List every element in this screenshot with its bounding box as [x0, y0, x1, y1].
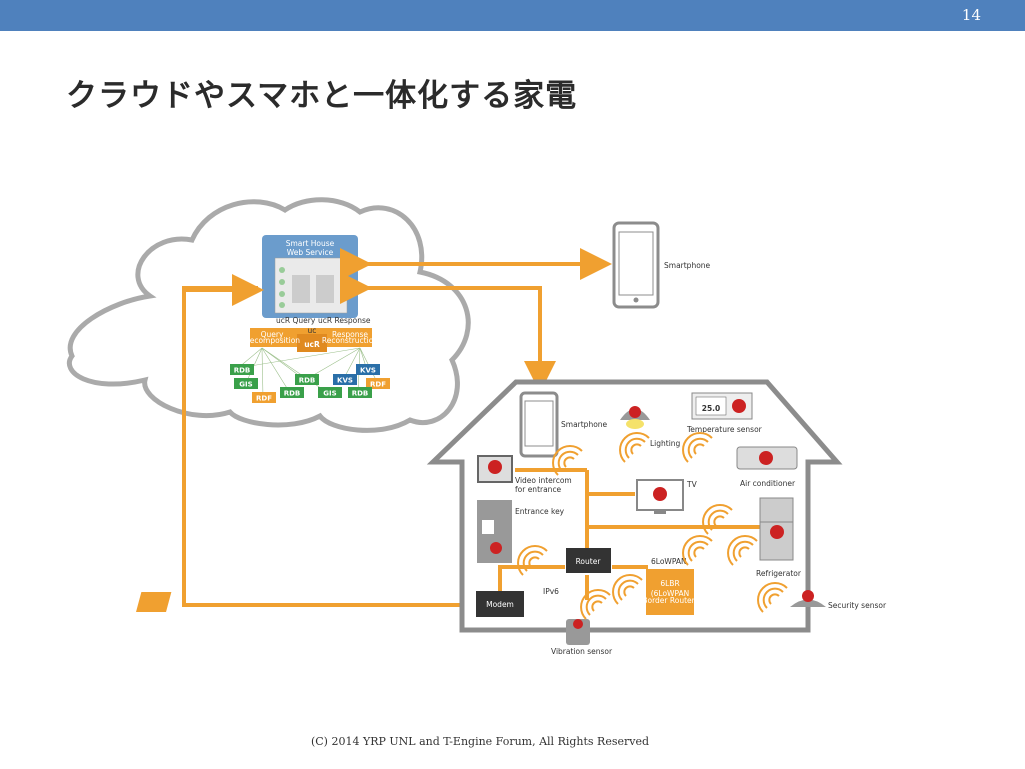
- entrance-key: [477, 500, 512, 563]
- video-intercom-label-1: Video intercom: [515, 476, 572, 485]
- wave-arc: [528, 556, 540, 568]
- air-conditioner: [736, 446, 798, 470]
- wave-arc: [619, 432, 650, 463]
- db-tag-bg: [230, 364, 254, 375]
- vibration-sensor-label: Vibration sensor: [551, 647, 613, 656]
- db-tag: KVS: [360, 367, 376, 375]
- uc-label: uc: [308, 326, 317, 335]
- lighting-label: Lighting: [650, 439, 681, 448]
- db-tag-bg: [252, 392, 276, 403]
- wave-arc: [617, 579, 639, 601]
- web-service-label-2: Web Service: [287, 248, 334, 257]
- wave-arc: [591, 600, 603, 612]
- router-label: Router: [576, 557, 602, 566]
- security-sensor: [790, 590, 826, 607]
- wave-arc: [687, 437, 709, 459]
- smartphone-inside-label: Smartphone: [561, 420, 608, 429]
- smartphone-outside: [612, 221, 660, 309]
- wave-arc: [693, 546, 705, 558]
- ucr-label: ucR: [304, 340, 320, 349]
- wave-arc: [682, 432, 713, 463]
- wave-arc: [768, 593, 780, 605]
- wave-arc: [517, 545, 548, 576]
- wave-arc: [707, 509, 729, 531]
- db-tag: RDF: [256, 395, 272, 403]
- smartphone-inside: [519, 391, 559, 458]
- wave-arc: [522, 550, 544, 572]
- wave-arc: [702, 504, 733, 535]
- wave-arc: [563, 456, 575, 468]
- wave-arc: [580, 589, 611, 620]
- ucr-query-label: ucR Query: [276, 316, 316, 325]
- router-box: [566, 548, 611, 573]
- wave-arc: [732, 540, 754, 562]
- wave-arc: [585, 594, 607, 616]
- lowpan-label: 6LoWPAN: [651, 557, 687, 566]
- firewall-icon: [136, 592, 172, 612]
- refrigerator: [759, 497, 794, 561]
- modem-label: Modem: [486, 600, 514, 609]
- entrance-key-label: Entrance key: [515, 507, 565, 516]
- wave-arc: [687, 540, 709, 562]
- wave-arc: [727, 535, 758, 566]
- lighting-device: [620, 406, 650, 429]
- slide-title: クラウドやスマホと一体化する家電: [66, 78, 578, 114]
- web-service-label-1: Smart House: [286, 239, 335, 248]
- wave-arc: [630, 443, 642, 455]
- wireless-waves: [517, 432, 788, 620]
- smartphone-outside-label: Smartphone: [664, 261, 711, 270]
- response-recon-label-2: Reconstruction: [322, 336, 378, 345]
- cloud-connections: [182, 248, 612, 607]
- wave-arc: [713, 515, 725, 527]
- video-intercom: [477, 455, 513, 483]
- lbr-sub-label-2: Border Router): [642, 596, 697, 605]
- ucr-response-label: ucR Response: [318, 316, 371, 325]
- db-tag-bg: [234, 378, 258, 389]
- wave-arc: [623, 585, 635, 597]
- security-sensor-label: Security sensor: [828, 601, 887, 610]
- refrigerator-label: Refrigerator: [756, 569, 802, 578]
- db-tag-bg: [318, 387, 342, 398]
- db-tag-bg: [295, 374, 319, 385]
- wave-arc: [682, 535, 713, 566]
- temperature-sensor: [691, 392, 753, 420]
- wave-arc: [552, 445, 583, 476]
- query-decomp-label-2: Decomposition: [244, 336, 300, 345]
- lbr-label: 6LBR: [660, 579, 679, 588]
- wave-arc: [557, 450, 579, 472]
- page-number: 14: [961, 6, 981, 24]
- temperature-value: 25.0: [702, 404, 721, 413]
- modem-box: [476, 591, 524, 617]
- db-tag: KVS: [337, 377, 353, 385]
- copyright-footer: (C) 2014 YRP UNL and T-Engine Forum, All…: [310, 735, 650, 748]
- wave-arc: [624, 437, 646, 459]
- db-tag-bg: [280, 387, 304, 398]
- wave-arc: [612, 574, 643, 605]
- wave-arc: [757, 582, 788, 613]
- lbr-sub-label-1: (6LoWPAN: [651, 589, 690, 598]
- db-tag: GIS: [323, 390, 336, 398]
- wave-arc: [693, 443, 705, 455]
- header-bar: 14: [0, 0, 1025, 31]
- db-tag: RDF: [370, 381, 386, 389]
- air-conditioner-label: Air conditioner: [740, 479, 796, 488]
- video-intercom-label-2: for entrance: [515, 485, 562, 494]
- db-tag: RDB: [299, 377, 316, 385]
- query-decomp-label-1: Query: [261, 330, 284, 339]
- tv-label: TV: [686, 480, 698, 489]
- db-tag: GIS: [239, 381, 252, 389]
- db-tag: RDB: [234, 367, 251, 375]
- ipv6-label: IPv6: [543, 587, 559, 596]
- db-tag: RDB: [284, 390, 301, 398]
- web-service-panel: Smart House Web Service: [262, 235, 358, 318]
- tv-device: [636, 479, 684, 514]
- vibration-sensor: [566, 619, 590, 645]
- db-tag: RDB: [352, 390, 369, 398]
- wave-arc: [762, 587, 784, 609]
- temperature-sensor-label: Temperature sensor: [686, 425, 763, 434]
- lbr-box: [646, 569, 694, 615]
- wave-arc: [738, 546, 750, 558]
